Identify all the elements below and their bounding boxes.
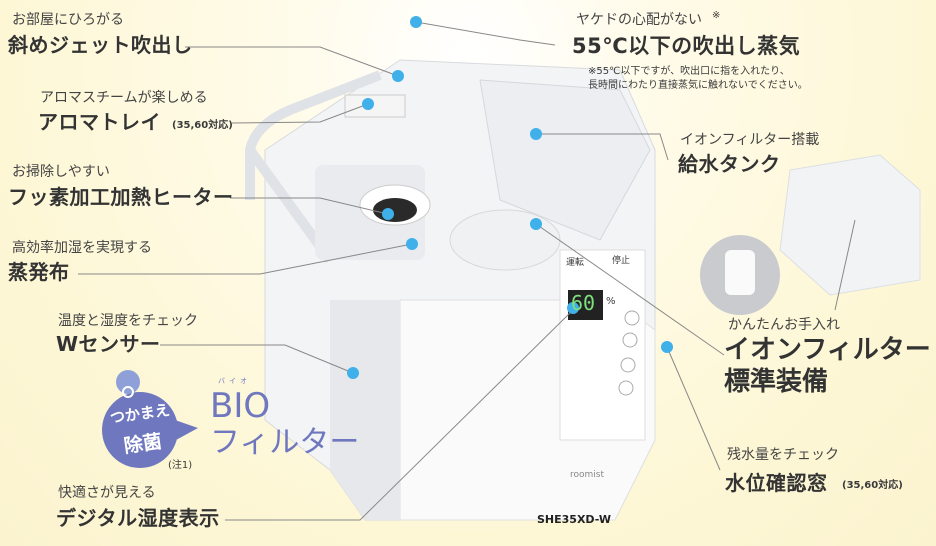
sensor-sub: 温度と湿度をチェック	[58, 313, 198, 329]
callout-dot	[347, 367, 359, 379]
bio-title: BIO	[210, 386, 271, 426]
germ-icon	[116, 370, 140, 394]
callout-dot	[362, 98, 374, 110]
heater-sub: お掃除しやすい	[12, 164, 110, 180]
steam-title: 55℃以下の吹出し蒸気	[572, 34, 801, 58]
ionfilter-standard: 標準装備	[724, 367, 829, 397]
tank-title: 給水タンク	[678, 152, 781, 176]
wick-title: 蒸発布	[8, 260, 70, 284]
window-sub: 残水量をチェック	[727, 447, 839, 463]
bio-note: (注1)	[168, 460, 193, 471]
callout-dot	[382, 208, 394, 220]
display-sub: 快適さが見える	[58, 485, 156, 501]
panel-button	[620, 357, 636, 373]
callout-lines	[78, 21, 856, 521]
aroma-sub: アロマスチームが楽しめる	[40, 90, 208, 106]
callout-dot	[530, 128, 542, 140]
steam-note-2: 長時間にわたり直接蒸気に触れないでください。	[588, 80, 808, 91]
sensor-title: Wセンサー	[56, 332, 161, 356]
callout-dot	[406, 238, 418, 250]
brand-logo: roomist	[570, 470, 605, 480]
display-title: デジタル湿度表示	[56, 506, 220, 530]
steam-sub: ヤケドの心配がない	[576, 12, 702, 28]
water-tank-image	[779, 154, 921, 296]
jet-title: 斜めジェット吹出し	[8, 33, 193, 57]
window-note: (35,60対応)	[842, 480, 903, 491]
callout-dot	[661, 341, 673, 353]
panel-button	[624, 310, 640, 326]
control-panel	[559, 249, 646, 441]
ionfilter-sub: かんたんお手入れ	[728, 317, 840, 333]
aroma-note: (35,60対応)	[172, 120, 233, 131]
handle	[245, 70, 382, 200]
bio-ruby: バイオ	[218, 377, 251, 385]
display-value: 60	[571, 291, 596, 315]
panel-stop-label: 停止	[612, 256, 631, 266]
steam-note-1: ※55℃以下ですが、吹出口に指を入れたり、	[588, 66, 790, 77]
heater-title: フッ素加工加熱ヒーター	[8, 185, 234, 209]
jet-sub: お部屋にひろがる	[12, 12, 124, 28]
bio-badge	[102, 392, 178, 468]
aroma-title: アロマトレイ	[38, 110, 161, 134]
callout-dot	[567, 302, 579, 314]
panel-button	[622, 332, 638, 348]
panel-button	[618, 380, 634, 396]
callout-dot	[530, 218, 542, 230]
display-unit: %	[606, 296, 616, 307]
tank-sub: イオンフィルター搭載	[680, 132, 820, 148]
window-title: 水位確認窓	[725, 471, 828, 495]
steam-mark: ※	[712, 10, 721, 21]
callout-dot	[392, 70, 404, 82]
ionfilter-title: イオンフィルター	[724, 335, 931, 365]
wick-sub: 高効率加湿を実現する	[12, 240, 152, 256]
bio-filter-title: フィルター	[210, 425, 360, 460]
callout-dot	[410, 16, 422, 28]
panel-run-label: 運転	[566, 258, 585, 268]
model-number: SHE35XD-W	[537, 513, 611, 526]
